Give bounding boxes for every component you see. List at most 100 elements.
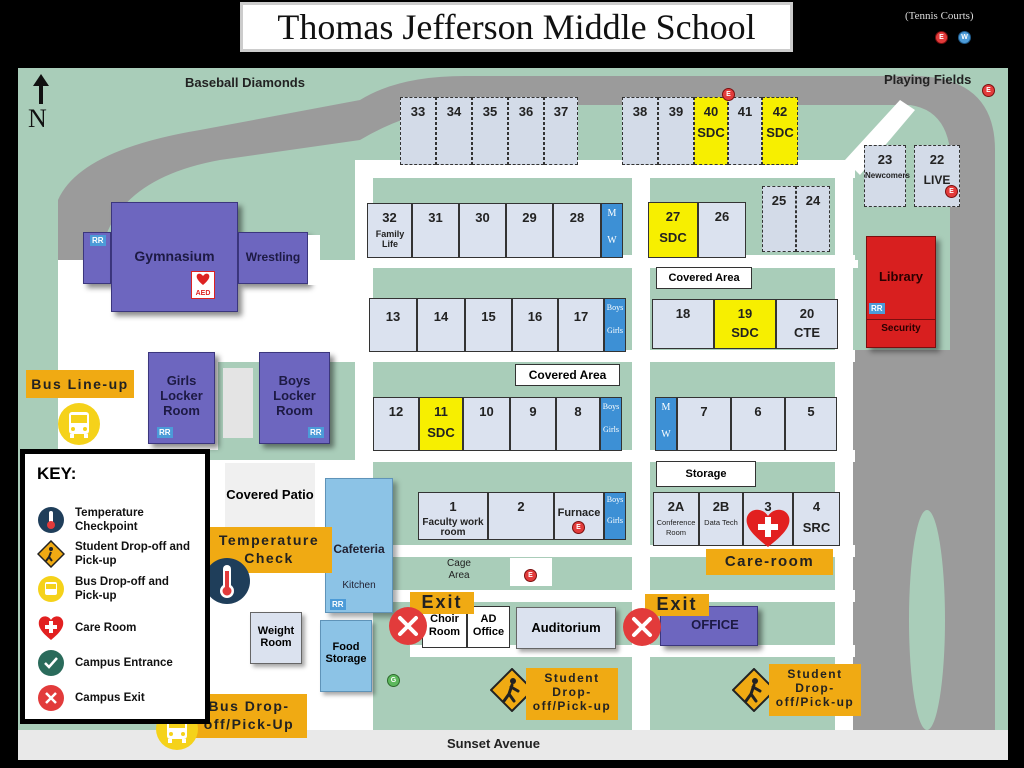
map-key: KEY: Temperature Checkpoint Student Drop… bbox=[20, 449, 210, 724]
restroom-wm[interactable]: M W bbox=[601, 203, 623, 258]
room-26[interactable]: 26 bbox=[698, 202, 746, 258]
room-2[interactable]: 2 bbox=[488, 492, 554, 540]
room-25[interactable]: 25 bbox=[762, 186, 796, 252]
room-4[interactable]: 4 SRC bbox=[793, 492, 840, 546]
room-7[interactable]: 7 bbox=[677, 397, 731, 451]
gymnasium[interactable]: Gymnasium bbox=[111, 202, 238, 312]
room-22[interactable]: 22 LIVE bbox=[914, 145, 960, 207]
key-label: Bus Drop-off and Pick-up bbox=[75, 576, 169, 602]
key-label: Campus Exit bbox=[75, 692, 145, 704]
mens-label: M bbox=[607, 208, 617, 219]
food-storage[interactable]: Food Storage bbox=[320, 620, 372, 692]
room-5[interactable]: 5 bbox=[785, 397, 837, 451]
room-28[interactable]: 28 bbox=[553, 203, 601, 258]
room-29[interactable]: 29 bbox=[506, 203, 553, 258]
room-19[interactable]: 19 SDC bbox=[714, 299, 776, 349]
key-item: Temperature Checkpoint bbox=[37, 506, 195, 534]
room-number: 32 bbox=[382, 210, 397, 225]
page-title: Thomas Jefferson Middle School bbox=[240, 2, 793, 52]
restroom-girls-boys[interactable]: Boys Girls bbox=[600, 397, 622, 451]
check-icon bbox=[38, 650, 64, 676]
cafeteria[interactable]: Cafeteria Kitchen bbox=[325, 478, 393, 613]
room-39[interactable]: 39 bbox=[658, 97, 694, 165]
ad-office[interactable]: AD Office bbox=[467, 606, 510, 648]
room-number: 2A bbox=[667, 499, 685, 514]
room-30[interactable]: 30 bbox=[459, 203, 506, 258]
room-33[interactable]: 33 bbox=[400, 97, 436, 165]
campus-exit-icon[interactable] bbox=[388, 606, 428, 646]
water-icon: W bbox=[958, 31, 971, 44]
room-27[interactable]: 27 SDC bbox=[648, 202, 698, 258]
key-label: Temperature Checkpoint bbox=[75, 507, 144, 533]
kitchen-label: Kitchen bbox=[342, 580, 376, 591]
room-31[interactable]: 31 bbox=[412, 203, 459, 258]
room-35[interactable]: 35 bbox=[472, 97, 508, 165]
emergency-exit-icon: E bbox=[935, 31, 948, 44]
room-41[interactable]: 41 bbox=[728, 97, 762, 165]
room-sub-label: SRC bbox=[802, 520, 831, 535]
x-icon bbox=[38, 685, 64, 711]
auditorium[interactable]: Auditorium bbox=[516, 607, 616, 649]
room-20[interactable]: 20 CTE bbox=[776, 299, 838, 349]
room-9[interactable]: 9 bbox=[510, 397, 556, 451]
room-18[interactable]: 18 bbox=[652, 299, 714, 349]
playing-fields-label: Playing Fields bbox=[884, 72, 972, 87]
wrestling-room[interactable]: Wrestling bbox=[238, 232, 308, 284]
restroom-girls-boys[interactable]: Boys Girls bbox=[604, 492, 626, 540]
restroom-wm[interactable]: M W bbox=[655, 397, 677, 451]
sdc-label: SDC bbox=[731, 325, 759, 340]
room-sub-label: Family Life bbox=[375, 229, 405, 249]
room-2a[interactable]: 2A Conference Room bbox=[653, 492, 699, 546]
restroom-badge: RR bbox=[90, 235, 106, 246]
east-median bbox=[909, 510, 945, 730]
weight-room[interactable]: Weight Room bbox=[250, 612, 302, 664]
furnace[interactable]: Furnace bbox=[554, 492, 604, 540]
room-42[interactable]: 42 SDC bbox=[762, 97, 798, 165]
room-40[interactable]: 40 SDC bbox=[694, 97, 728, 165]
key-item: Campus Entrance bbox=[37, 649, 173, 677]
room-12[interactable]: 12 bbox=[373, 397, 419, 451]
thermometer-icon bbox=[38, 507, 64, 533]
room-sub-label: LIVE bbox=[923, 173, 951, 187]
room-32[interactable]: 32 Family Life bbox=[367, 203, 412, 258]
key-item: Bus Drop-off and Pick-up bbox=[37, 575, 195, 603]
room-36[interactable]: 36 bbox=[508, 97, 544, 165]
room-24[interactable]: 24 bbox=[796, 186, 830, 252]
room-34[interactable]: 34 bbox=[436, 97, 472, 165]
bus-lineup-label: Bus Line-up bbox=[26, 370, 134, 398]
student-dropoff-label: Student Drop-off/Pick-up bbox=[526, 668, 618, 720]
student-dropoff-label: Student Drop-off/Pick-up bbox=[769, 664, 861, 716]
gym-annex[interactable]: RR bbox=[83, 232, 111, 284]
room-10[interactable]: 10 bbox=[463, 397, 510, 451]
room-number: 40 bbox=[703, 104, 719, 119]
key-item: Campus Exit bbox=[37, 684, 145, 712]
heart-cross-icon bbox=[38, 616, 64, 640]
room-23[interactable]: 23 Newcomers bbox=[864, 145, 910, 207]
girls-label: Girls bbox=[607, 516, 623, 525]
room-2b[interactable]: 2B Data Tech bbox=[699, 492, 743, 546]
room-14[interactable]: 14 bbox=[417, 298, 465, 352]
room-sub-label: Data Tech bbox=[704, 518, 738, 527]
room-37[interactable]: 37 bbox=[544, 97, 578, 165]
boys-locker-room[interactable]: Boys Locker Room bbox=[259, 352, 330, 444]
library-label: Library bbox=[878, 269, 924, 284]
library[interactable]: Library Security bbox=[866, 236, 936, 348]
room-sub-label: Newcomers bbox=[865, 171, 910, 180]
gym-side-wall bbox=[308, 235, 320, 285]
boys-label: Boys bbox=[606, 495, 624, 504]
restroom-girls-boys[interactable]: Boys Girls bbox=[604, 298, 626, 352]
room-15[interactable]: 15 bbox=[465, 298, 512, 352]
campus-exit-icon[interactable] bbox=[622, 607, 662, 647]
emergency-exit-icon: E bbox=[524, 569, 537, 582]
room-1[interactable]: 1 Faculty work room bbox=[418, 492, 488, 540]
room-number: 20 bbox=[799, 306, 815, 321]
bus-dropoff-label: Bus Drop-off/Pick-Up bbox=[191, 694, 307, 738]
cage-area-label: Cage Area bbox=[447, 558, 471, 581]
room-8[interactable]: 8 bbox=[556, 397, 600, 451]
room-16[interactable]: 16 bbox=[512, 298, 558, 352]
room-6[interactable]: 6 bbox=[731, 397, 785, 451]
room-11[interactable]: 11 SDC bbox=[419, 397, 463, 451]
room-17[interactable]: 17 bbox=[558, 298, 604, 352]
room-13[interactable]: 13 bbox=[369, 298, 417, 352]
room-38[interactable]: 38 bbox=[622, 97, 658, 165]
